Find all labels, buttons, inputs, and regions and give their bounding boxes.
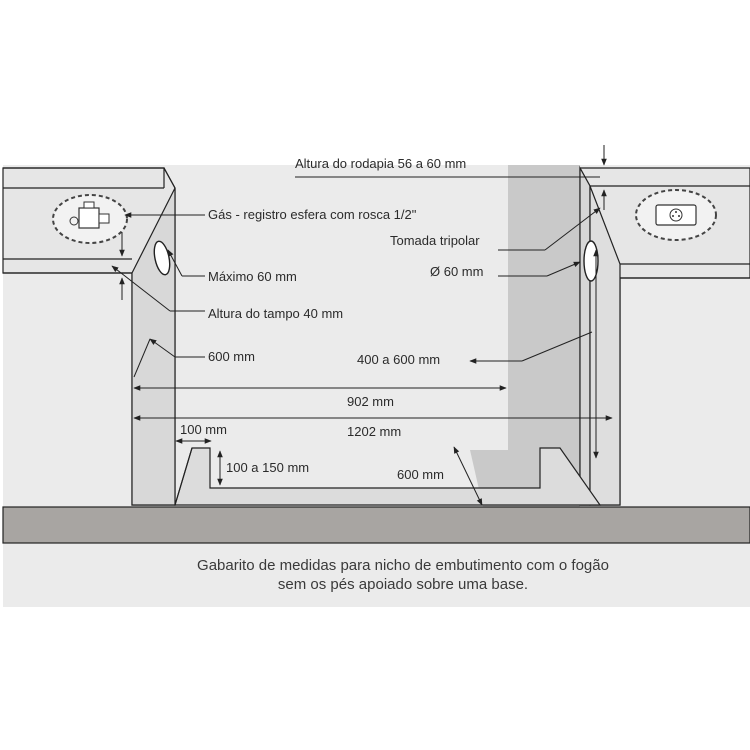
base-plinth (174, 447, 602, 506)
caption-line-2: sem os pés apoiado sobre uma base. (278, 576, 528, 593)
gas-valve-icon (52, 194, 128, 244)
floor (2, 506, 750, 544)
label-depth-600-bottom: 600 mm (397, 467, 444, 482)
label-base-height: 100 a 150 mm (226, 460, 309, 475)
label-depth-600-left: 600 mm (208, 349, 255, 364)
power-socket-icon (635, 189, 717, 241)
back-wall-shadow (470, 165, 580, 507)
label-max-60: Máximo 60 mm (208, 269, 297, 284)
label-base-100: 100 mm (180, 422, 227, 437)
label-gas-valve: Gás - registro esfera com rosca 1/2" (208, 207, 417, 222)
caption-line-1: Gabarito de medidas para nicho de embuti… (197, 557, 609, 574)
label-width-1202: 1202 mm (347, 424, 401, 439)
label-skirting-height: Altura do rodapia 56 a 60 mm (295, 156, 466, 171)
label-range-400-600: 400 a 600 mm (357, 352, 440, 367)
label-diameter-60: Ø 60 mm (430, 264, 483, 279)
label-socket: Tomada tripolar (390, 233, 480, 248)
label-width-902: 902 mm (347, 394, 394, 409)
dimension-lines (111, 145, 613, 506)
label-top-height: Altura do tampo 40 mm (208, 306, 343, 321)
